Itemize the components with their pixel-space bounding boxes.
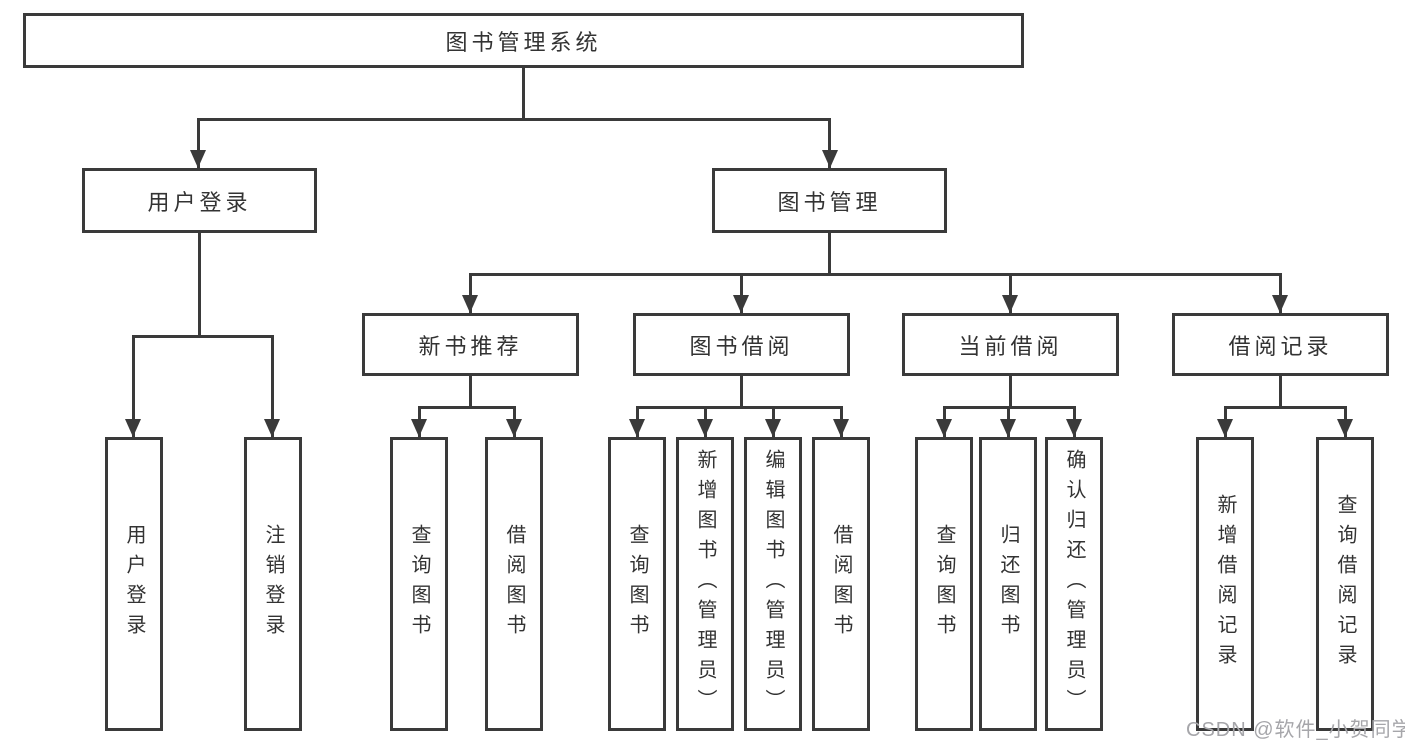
arrow-down-icon <box>125 419 141 437</box>
arrow-down-icon <box>190 150 206 168</box>
leaf-logout: 注销登录 <box>244 437 302 731</box>
node-current-borrow-label: 当前借阅 <box>958 333 1063 359</box>
leaf-query-book-borrow: 查询图书 <box>608 437 666 731</box>
connector-vertical <box>1009 273 1012 313</box>
csdn-watermark: CSDN @软件_小贺同学 <box>1186 719 1405 741</box>
arrow-down-icon <box>1002 295 1018 313</box>
arrow-down-icon <box>411 419 427 437</box>
leaf-borrow-book: 借阅图书 <box>812 437 870 731</box>
arrow-down-icon <box>1217 419 1233 437</box>
arrow-down-icon <box>629 419 645 437</box>
leaf-edit-book-admin: 编辑图书（管理员） <box>744 437 802 731</box>
connector-horizontal <box>197 118 831 121</box>
leaf-borrow-book-label: 借阅图书 <box>830 524 852 644</box>
connector-horizontal <box>418 406 516 409</box>
connector-vertical <box>522 68 525 118</box>
connector-vertical <box>198 233 201 335</box>
arrow-down-icon <box>833 419 849 437</box>
leaf-query-book-recommend-label: 查询图书 <box>408 524 430 644</box>
node-new-book-recommend-label: 新书推荐 <box>418 333 523 359</box>
leaf-add-book-admin: 新增图书（管理员） <box>676 437 734 731</box>
node-book-management-label: 图书管理 <box>777 189 882 215</box>
arrow-down-icon <box>765 419 781 437</box>
node-book-borrow: 图书借阅 <box>633 313 850 376</box>
leaf-borrow-book-recommend-label: 借阅图书 <box>503 524 525 644</box>
leaf-confirm-return-admin: 确认归还（管理员） <box>1045 437 1103 731</box>
connector-vertical <box>469 273 472 313</box>
connector-horizontal <box>1224 406 1347 409</box>
connector-vertical <box>1279 273 1282 313</box>
node-root: 图书管理系统 <box>23 13 1024 68</box>
connector-vertical <box>740 376 743 406</box>
node-borrow-record: 借阅记录 <box>1172 313 1389 376</box>
connector-vertical <box>740 273 743 313</box>
connector-horizontal <box>469 273 1282 276</box>
leaf-query-book-current: 查询图书 <box>915 437 973 731</box>
node-root-label: 图书管理系统 <box>445 29 602 55</box>
arrow-down-icon <box>733 295 749 313</box>
leaf-user-login-label: 用户登录 <box>123 524 145 644</box>
connector-vertical <box>828 118 831 168</box>
arrow-down-icon <box>822 150 838 168</box>
arrow-down-icon <box>1272 295 1288 313</box>
connector-horizontal <box>636 406 843 409</box>
leaf-logout-label: 注销登录 <box>262 524 284 644</box>
leaf-add-book-admin-label: 新增图书（管理员） <box>694 449 716 719</box>
leaf-return-book-label: 归还图书 <box>997 524 1019 644</box>
node-borrow-record-label: 借阅记录 <box>1228 333 1333 359</box>
connector-horizontal <box>132 335 274 338</box>
node-current-borrow: 当前借阅 <box>902 313 1119 376</box>
leaf-borrow-book-recommend: 借阅图书 <box>485 437 543 731</box>
arrow-down-icon <box>462 295 478 313</box>
node-new-book-recommend: 新书推荐 <box>362 313 579 376</box>
leaf-user-login: 用户登录 <box>105 437 163 731</box>
leaf-query-borrow-record-label: 查询借阅记录 <box>1334 494 1356 674</box>
arrow-down-icon <box>936 419 952 437</box>
arrow-down-icon <box>1066 419 1082 437</box>
leaf-return-book: 归还图书 <box>979 437 1037 731</box>
leaf-query-book-borrow-label: 查询图书 <box>626 524 648 644</box>
arrow-down-icon <box>1000 419 1016 437</box>
arrow-down-icon <box>1337 419 1353 437</box>
connector-vertical <box>469 376 472 406</box>
connector-vertical <box>271 335 274 437</box>
leaf-add-borrow-record-label: 新增借阅记录 <box>1214 494 1236 674</box>
arrow-down-icon <box>697 419 713 437</box>
connector-vertical <box>197 118 200 168</box>
leaf-query-borrow-record: 查询借阅记录 <box>1316 437 1374 731</box>
leaf-edit-book-admin-label: 编辑图书（管理员） <box>762 449 784 719</box>
connector-vertical <box>1279 376 1282 406</box>
arrow-down-icon <box>264 419 280 437</box>
leaf-add-borrow-record: 新增借阅记录 <box>1196 437 1254 731</box>
connector-vertical <box>828 233 831 273</box>
node-user-login-label: 用户登录 <box>147 189 252 215</box>
leaf-query-book-recommend: 查询图书 <box>390 437 448 731</box>
node-user-login: 用户登录 <box>82 168 317 233</box>
arrow-down-icon <box>506 419 522 437</box>
connector-vertical <box>132 335 135 437</box>
connector-vertical <box>1009 376 1012 406</box>
node-book-management: 图书管理 <box>712 168 947 233</box>
node-book-borrow-label: 图书借阅 <box>689 333 794 359</box>
leaf-query-book-current-label: 查询图书 <box>933 524 955 644</box>
leaf-confirm-return-admin-label: 确认归还（管理员） <box>1063 449 1085 719</box>
